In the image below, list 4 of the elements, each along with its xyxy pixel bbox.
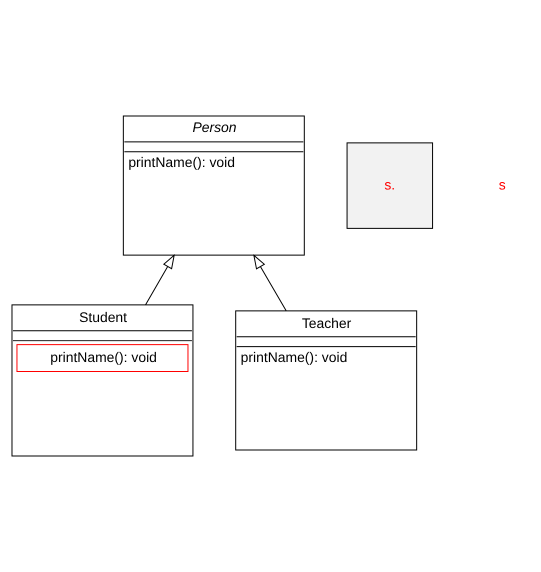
node-box: s. <box>346 142 434 229</box>
label: s <box>498 176 506 192</box>
arrow <box>145 254 175 306</box>
arrow <box>253 254 287 312</box>
